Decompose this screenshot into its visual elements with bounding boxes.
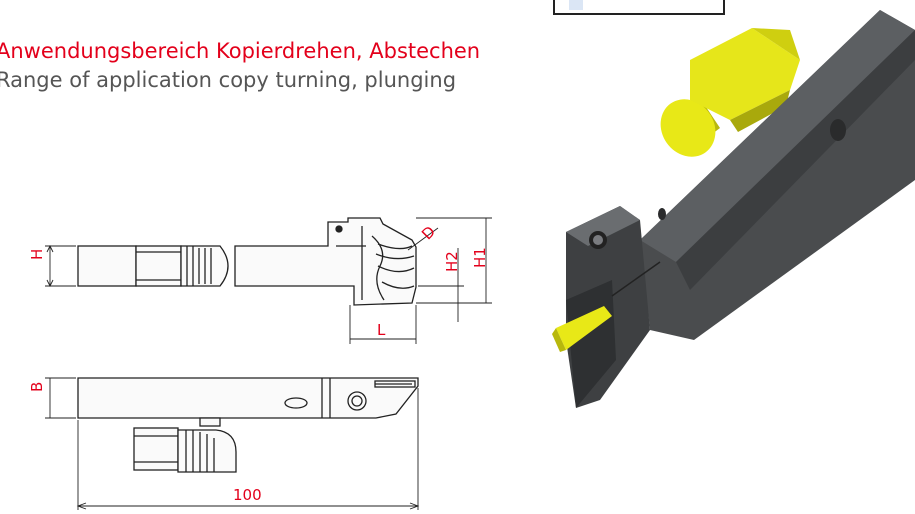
dim-label-h2: H2 xyxy=(443,251,461,272)
top-view xyxy=(77,377,419,473)
side-view xyxy=(77,217,417,306)
dim-label-h: H xyxy=(28,249,46,260)
dim-label-b: B xyxy=(28,382,46,392)
frame-swatch xyxy=(569,0,583,10)
title-english: Range of application copy turning, plung… xyxy=(0,68,457,92)
top-frame-box xyxy=(553,0,725,15)
title-german: Anwendungsbereich Kopierdrehen, Absteche… xyxy=(0,39,481,63)
tool-holder-3d-render xyxy=(552,10,915,408)
top-view-dimensions xyxy=(45,377,420,510)
dim-label-h1: H1 xyxy=(471,247,489,268)
dim-label-l: L xyxy=(377,321,386,339)
yellow-coupling xyxy=(660,28,800,157)
side-view-dimensions xyxy=(45,217,492,344)
yellow-insert xyxy=(556,306,612,350)
dim-label-length: 100 xyxy=(233,486,262,504)
